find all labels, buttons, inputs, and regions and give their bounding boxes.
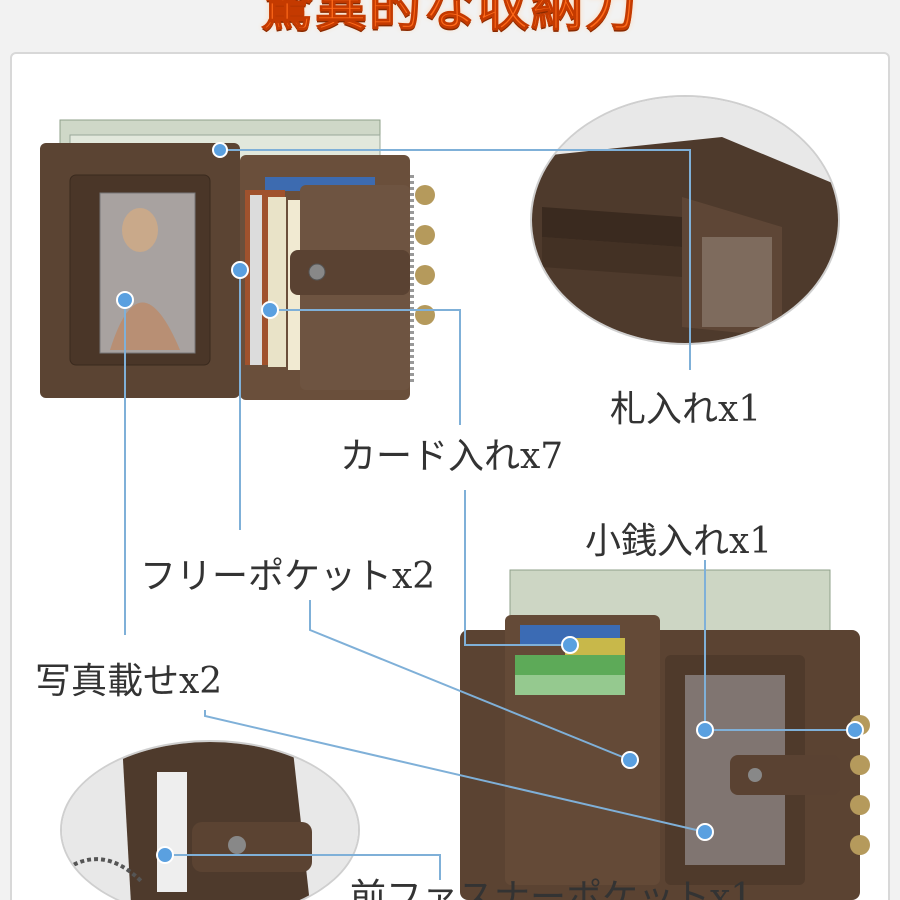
- headline: 驚異的な収納力: [260, 0, 639, 39]
- wallet-open-photo: [40, 115, 460, 405]
- label-front-zipper-pocket: 前ファスナーポケットx1: [350, 877, 754, 900]
- label-free-pocket: フリーポケットx2: [140, 556, 436, 597]
- label-bill-compartment: 札入れx1: [610, 389, 762, 430]
- label-coin-pocket: 小銭入れx1: [585, 521, 773, 562]
- label-card-slots: カード入れx7: [340, 436, 564, 477]
- wallet-front-photo: [440, 560, 880, 900]
- bill-compartment-detail: [530, 95, 840, 345]
- label-photo-window: 写真載せx2: [35, 661, 223, 702]
